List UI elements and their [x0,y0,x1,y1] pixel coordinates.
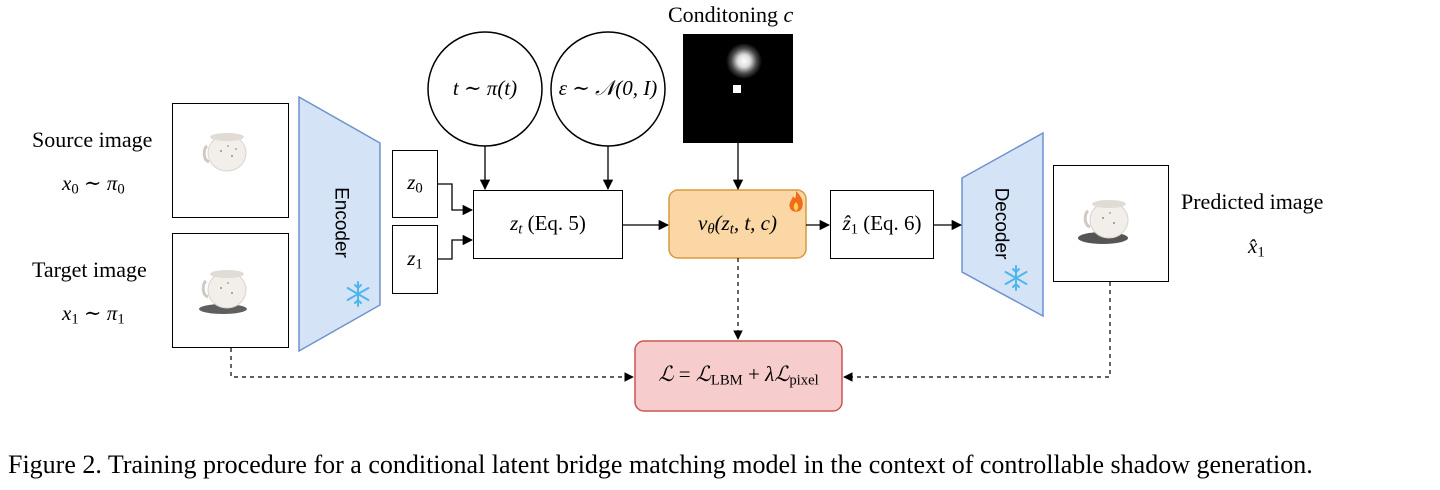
mug-photo-with-shadow [1078,200,1129,244]
dashed-arrow-target-to-loss [230,348,634,382]
target-image [172,233,289,348]
snowflake-icon [1004,265,1028,291]
light-source-glow [726,43,762,79]
zhat-box: ẑ1 (Eq. 6) [830,190,934,259]
source-distribution: x0 ∼ π0 [62,171,125,198]
arrow-z0-to-zt [438,183,474,216]
predicted-image-title: Predicted image [1181,189,1324,214]
target-distribution: x1 ∼ π1 [62,301,125,328]
zhat-label: ẑ1 (Eq. 6) [842,210,922,238]
figure-caption: Figure 2. Training procedure for a condi… [8,450,1313,479]
dashed-arrow-pred-to-loss [843,282,1111,382]
source-image-title: Source image [32,127,153,152]
model-label: vθ(zt, t, c) [698,211,777,238]
encoder-label: Encoder [330,187,352,258]
target-image-title: Target image [32,257,147,282]
predicted-image [1053,165,1169,282]
decoder-shape [961,131,1044,318]
source-image [172,103,289,218]
object-marker [733,85,741,93]
loss-label: ℒ = ℒLBM + λℒpixel [658,362,819,389]
predicted-image-var: x̂1 [1248,234,1265,261]
z0-box: z0 [392,150,438,218]
time-sampling-label: t ∼ π(t) [452,76,518,100]
mug-photo [202,133,247,172]
noise-sampling-label: ε ∼ 𝒩(0, I) [558,76,658,100]
mug-photo-with-shadow [199,270,247,314]
zt-label: zt (Eq. 5) [510,210,586,238]
z1-box: z1 [392,225,438,294]
loss-box [634,340,843,412]
decoder-label: Decoder [990,187,1012,260]
z0-label: z0 [407,170,423,197]
arrow-z1-to-zt [438,234,474,260]
zt-box: zt (Eq. 5) [473,190,623,259]
z1-label: z1 [407,245,423,273]
conditioning-label: Conditoning c [668,2,794,27]
flame-icon [789,191,803,212]
snowflake-icon [346,281,370,307]
